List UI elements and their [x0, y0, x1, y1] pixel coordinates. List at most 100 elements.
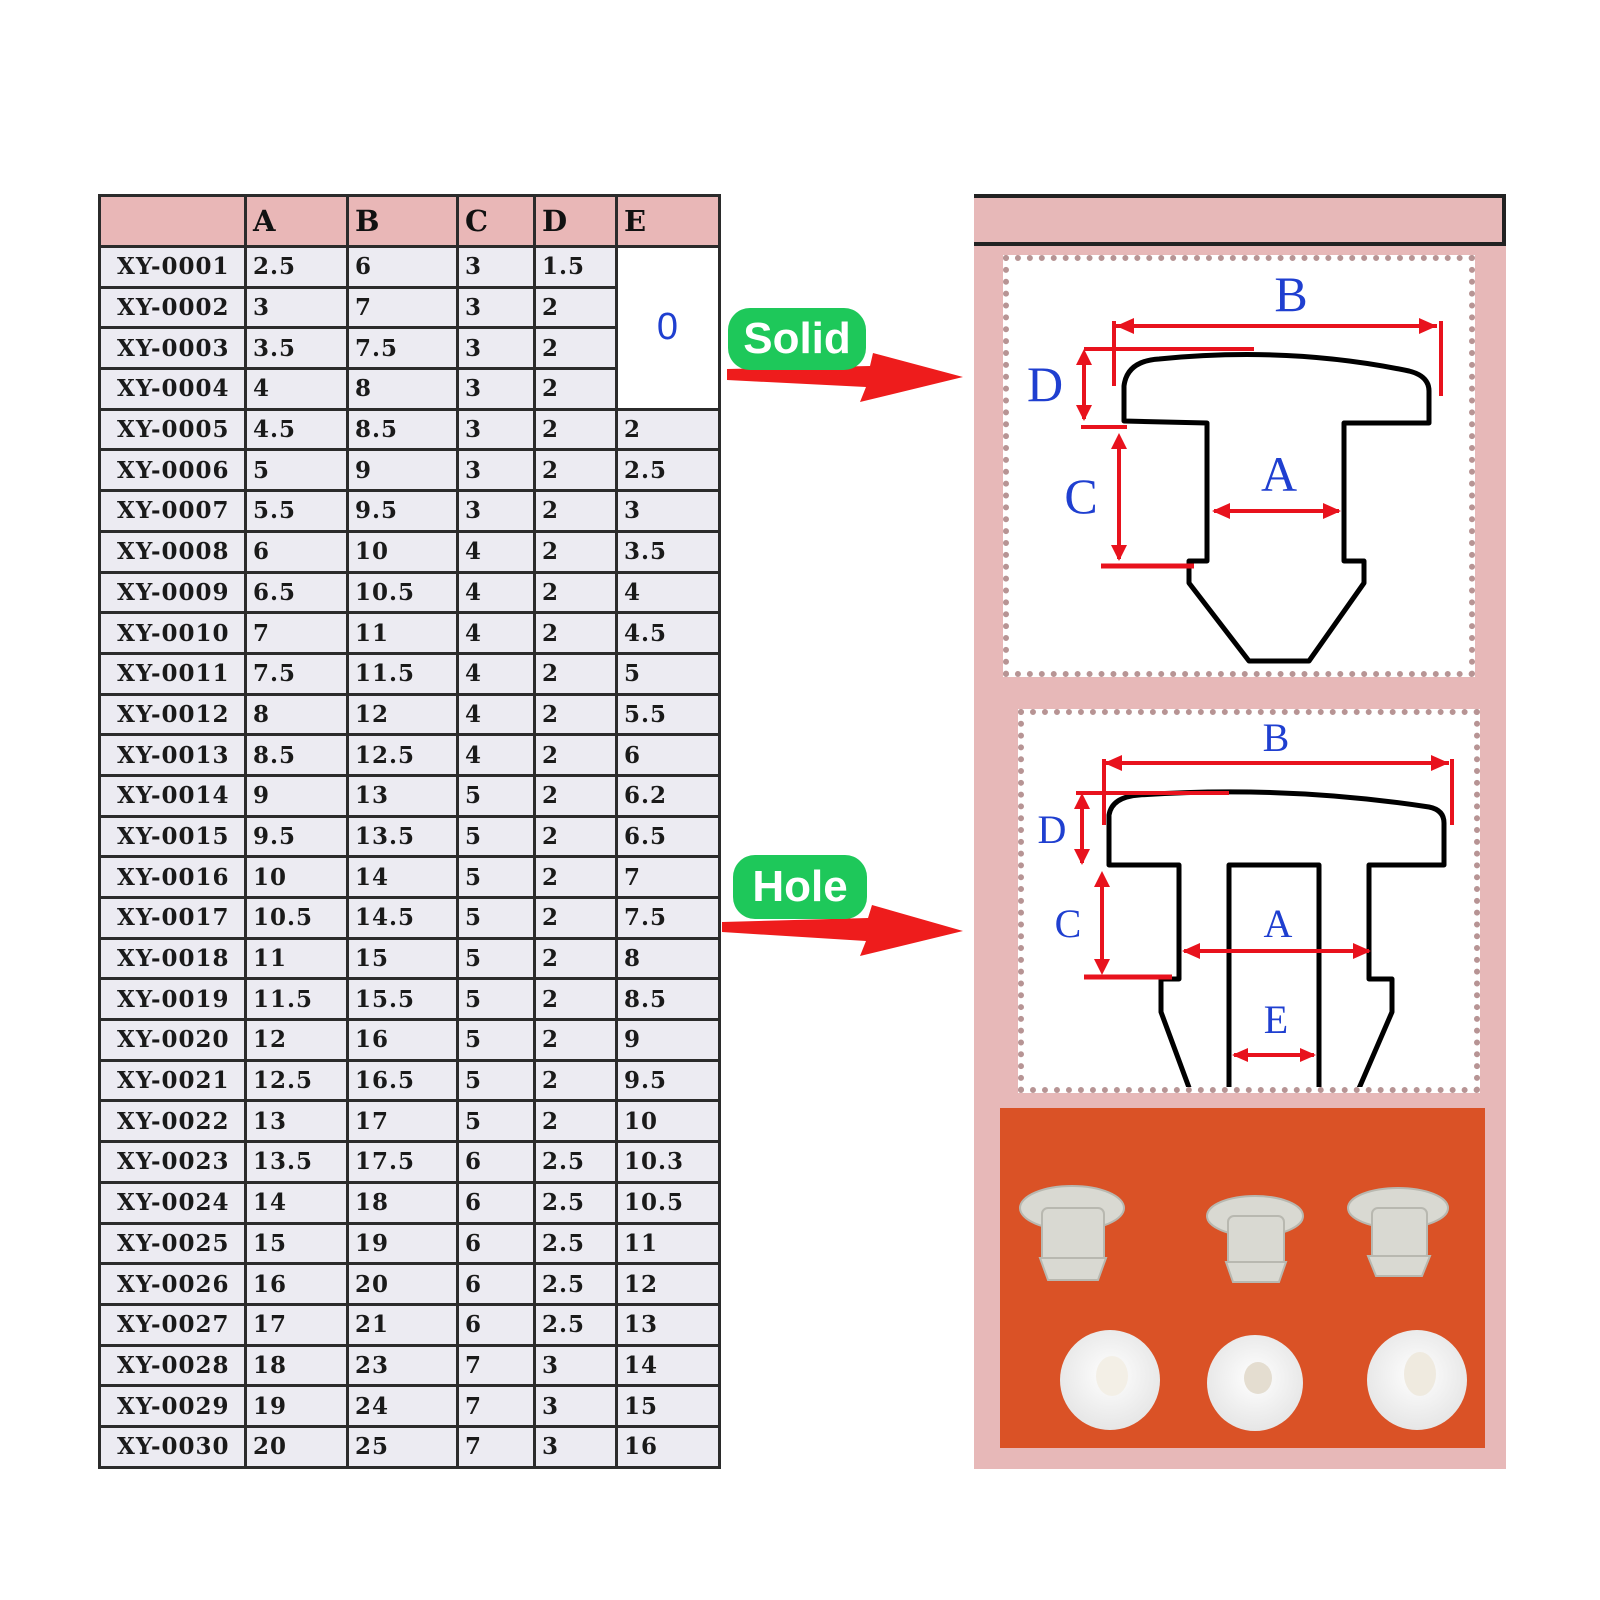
dim-cell-b: 9.5	[346, 489, 459, 533]
dim-cell-a: 9.5	[244, 814, 349, 859]
solid-label: Solid	[728, 308, 866, 370]
dim-cell-c: 7	[456, 1424, 536, 1470]
dim-cell-d: 3	[533, 1384, 618, 1428]
dim-cell-d: 2	[533, 814, 618, 859]
dim-cell-d: 3	[533, 1424, 618, 1470]
model-cell: XY-0002	[98, 285, 247, 330]
model-cell: XY-0004	[98, 367, 247, 411]
dim-cell-b: 8	[346, 367, 459, 411]
dim-cell-d: 2	[533, 773, 618, 818]
dim-cell-c: 5	[456, 936, 536, 981]
dim-cell-d: 2	[533, 977, 618, 1022]
header-b: B	[346, 194, 459, 248]
dim-cell-d: 2	[533, 489, 618, 533]
dim-cell-c: 6	[456, 1302, 536, 1347]
dim-cell-b: 20	[346, 1262, 459, 1306]
dim-cell-a: 20	[244, 1424, 349, 1470]
dim-cell-b: 19	[346, 1221, 459, 1266]
panel-header-divider	[974, 242, 1506, 246]
dim-cell-a: 15	[244, 1221, 349, 1266]
dim-cell-e: 3.5	[615, 529, 721, 574]
model-cell: XY-0001	[98, 245, 247, 289]
model-cell: XY-0029	[98, 1384, 247, 1428]
dim-cell-d: 2	[533, 1018, 618, 1062]
dim-cell-d: 2	[533, 936, 618, 981]
hole-plug-diagram: B D C A E	[1018, 709, 1480, 1096]
model-cell: XY-0019	[98, 977, 247, 1022]
solid-plug-diagram: B D C A	[1003, 255, 1475, 677]
dim-cell-a: 6	[244, 529, 349, 574]
dim-cell-e: 16	[615, 1424, 721, 1470]
model-cell: XY-0005	[98, 407, 247, 452]
dim-cell-b: 10	[346, 529, 459, 574]
dim-cell-b: 16.5	[346, 1058, 459, 1103]
model-cell: XY-0007	[98, 489, 247, 533]
dim-cell-d: 2	[533, 1058, 618, 1103]
dim-cell-a: 9	[244, 773, 349, 818]
dim-cell-d: 2	[533, 651, 618, 696]
dim-cell-e: 10.5	[615, 1180, 721, 1225]
dim-cell-a: 4	[244, 367, 349, 411]
dim-cell-e: 5	[615, 651, 721, 696]
dim-cell-c: 4	[456, 692, 536, 737]
dim-cell-a: 13.5	[244, 1140, 349, 1184]
model-cell: XY-0011	[98, 651, 247, 696]
dim-cell-b: 21	[346, 1302, 459, 1347]
dim-cell-d: 2	[533, 855, 618, 899]
dim-cell-c: 3	[456, 448, 536, 493]
hole-dim-e: E	[1264, 997, 1288, 1042]
dim-cell-a: 11	[244, 936, 349, 981]
model-cell: XY-0028	[98, 1343, 247, 1388]
dim-cell-d: 2	[533, 285, 618, 330]
hole-plug-photo-icon	[1060, 1330, 1467, 1431]
model-cell: XY-0021	[98, 1058, 247, 1103]
dim-cell-a: 5.5	[244, 489, 349, 533]
dim-cell-e: 4.5	[615, 611, 721, 655]
solid-plug-outline-icon	[1121, 352, 1432, 664]
dim-cell-e: 10	[615, 1099, 721, 1144]
dim-cell-b: 12	[346, 692, 459, 737]
dim-cell-d: 2.5	[533, 1180, 618, 1225]
dim-cell-a: 3	[244, 285, 349, 330]
rubber-plugs-photo	[1000, 1108, 1485, 1448]
dim-cell-d: 2	[533, 896, 618, 940]
dim-cell-a: 2.5	[244, 245, 349, 289]
solid-dim-b: B	[1274, 266, 1307, 322]
model-cell: XY-0020	[98, 1018, 247, 1062]
model-cell: XY-0026	[98, 1262, 247, 1306]
dim-cell-c: 3	[456, 407, 536, 452]
model-cell: XY-0022	[98, 1099, 247, 1144]
dim-cell-a: 4.5	[244, 407, 349, 452]
dim-cell-b: 25	[346, 1424, 459, 1470]
hole-dim-b: B	[1263, 715, 1290, 760]
dim-cell-a: 12.5	[244, 1058, 349, 1103]
dim-cell-e: 5.5	[615, 692, 721, 737]
header-d: D	[533, 194, 618, 248]
dim-cell-a: 6.5	[244, 570, 349, 615]
dim-cell-b: 13.5	[346, 814, 459, 859]
dim-cell-c: 6	[456, 1221, 536, 1266]
dim-cell-d: 2.5	[533, 1221, 618, 1266]
dim-cell-b: 11.5	[346, 651, 459, 696]
dim-cell-d: 1.5	[533, 245, 618, 289]
dim-cell-e: 11	[615, 1221, 721, 1266]
solid-plug-photo-icon	[1019, 1185, 1449, 1283]
dim-cell-c: 5	[456, 814, 536, 859]
dim-cell-c: 6	[456, 1180, 536, 1225]
dim-cell-c: 3	[456, 245, 536, 289]
dim-cell-a: 16	[244, 1262, 349, 1306]
dim-cell-b: 7	[346, 285, 459, 330]
dim-cell-c: 5	[456, 773, 536, 818]
dim-cell-c: 5	[456, 896, 536, 940]
